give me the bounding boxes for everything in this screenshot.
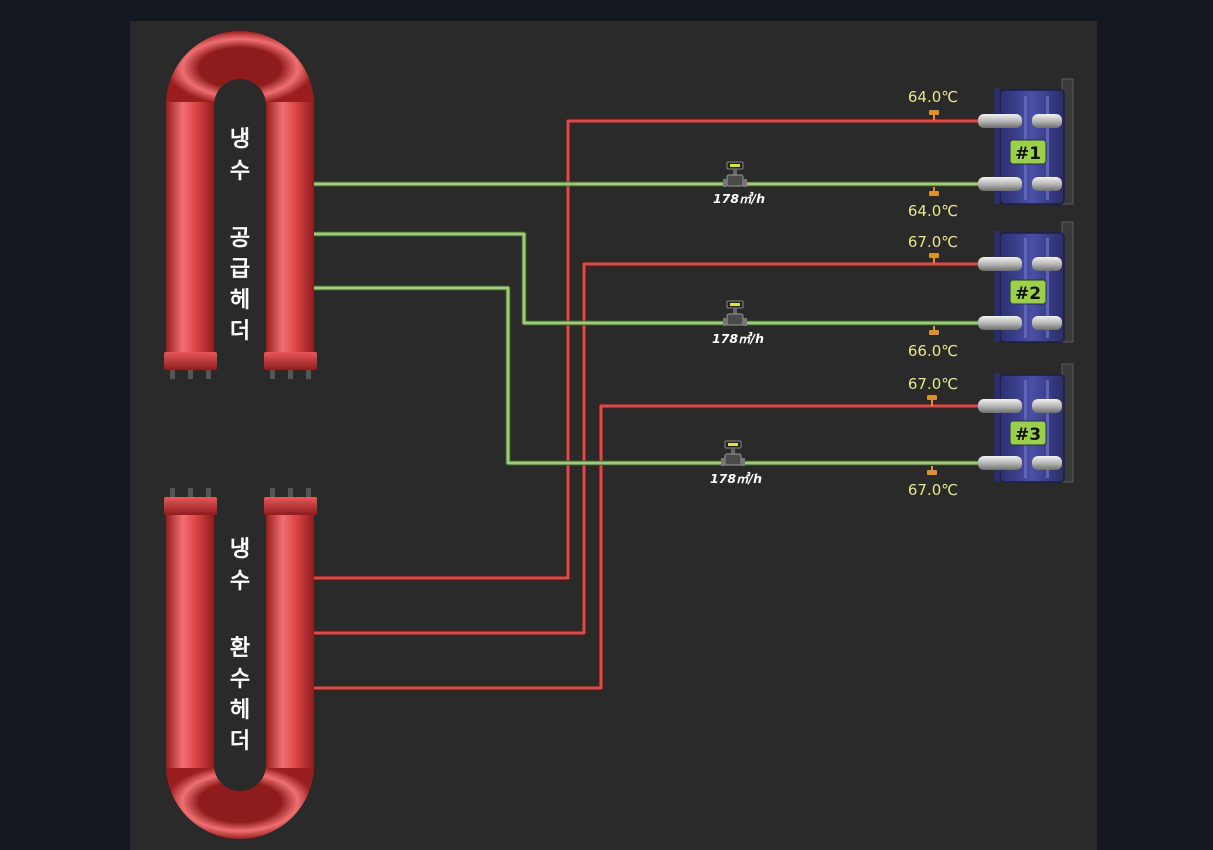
return-header-char: 수 bbox=[230, 667, 250, 692]
return-pipes bbox=[314, 118, 978, 691]
flow-readout: 178㎥/h bbox=[713, 191, 765, 206]
hx3-temp-out: 67.0℃ bbox=[908, 481, 958, 499]
return-pipe-1 bbox=[314, 119, 978, 580]
flow-meter-1[interactable] bbox=[723, 161, 747, 187]
return-header-char: 헤 bbox=[230, 698, 250, 723]
return-header-char: 냉 bbox=[230, 537, 250, 562]
supply-header-char: 급 bbox=[230, 257, 250, 282]
flow-meter-2[interactable] bbox=[723, 300, 747, 326]
supply-pipe-2 bbox=[314, 232, 978, 325]
hx2-label: #2 bbox=[1015, 284, 1041, 304]
supply-header-char: 냉 bbox=[230, 127, 250, 152]
heat-exchanger-2[interactable] bbox=[978, 221, 1074, 343]
return-pipe-3 bbox=[314, 404, 978, 690]
hx3-label: #3 bbox=[1015, 425, 1041, 445]
hx3-temp-in: 67.0℃ bbox=[908, 375, 958, 393]
supply-header-char: 헤 bbox=[230, 288, 250, 313]
supply-header-char: 수 bbox=[230, 159, 250, 184]
flow-meter-3[interactable] bbox=[721, 440, 745, 466]
return-pipe-2 bbox=[314, 262, 978, 635]
flow-readout: 178㎥/h bbox=[712, 331, 764, 346]
hx2-temp-out: 66.0℃ bbox=[908, 342, 958, 360]
temperature-sensor-icon bbox=[927, 110, 939, 475]
supply-header-char: 더 bbox=[230, 319, 250, 344]
hx1-temp-in: 64.0℃ bbox=[908, 88, 958, 106]
hx1-label: #1 bbox=[1015, 144, 1041, 164]
supply-header-char: 공 bbox=[230, 226, 250, 251]
return-header-char: 수 bbox=[230, 569, 250, 594]
return-header: 냉 수 환 수 헤 더 bbox=[164, 488, 317, 839]
heat-exchanger-1[interactable] bbox=[978, 78, 1074, 205]
return-header-char: 환 bbox=[230, 636, 250, 661]
hx2-temp-in: 67.0℃ bbox=[908, 233, 958, 251]
return-header-char: 더 bbox=[230, 729, 250, 754]
heat-exchanger-3[interactable] bbox=[978, 363, 1074, 483]
supply-pipes bbox=[314, 181, 978, 466]
supply-header: 냉 수 공 급 헤 더 bbox=[164, 31, 317, 379]
flow-readout: 178㎥/h bbox=[710, 471, 762, 486]
hx1-temp-out: 64.0℃ bbox=[908, 202, 958, 220]
